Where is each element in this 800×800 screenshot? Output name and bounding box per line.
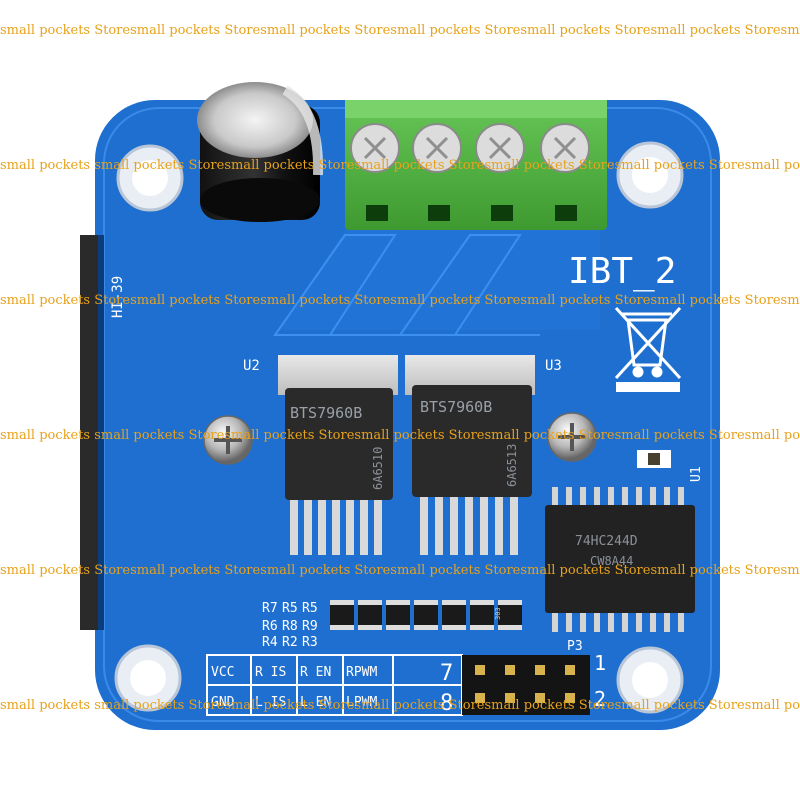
pin-cell: RPWM	[346, 665, 377, 680]
pin-cell: L IS	[255, 695, 286, 710]
smd-resistor-row: 303	[330, 600, 522, 630]
smd-resistor-code: 303	[494, 607, 502, 620]
pin-cell: LPWM	[346, 695, 377, 710]
pin-number-8: 8	[440, 691, 453, 716]
pin-cell: R EN	[300, 665, 331, 680]
mounting-hole-top-right	[616, 141, 684, 209]
motor-driver-chip-left: BTS7960B 6A6510	[278, 355, 398, 555]
pin-number-1: 1	[594, 651, 606, 675]
pin-number-2: 2	[594, 687, 606, 711]
side-label: HI-39	[110, 276, 126, 318]
resistor-label: R4	[262, 635, 278, 650]
connector-ref: P3	[567, 639, 583, 654]
resistor-label: R9	[302, 619, 318, 634]
chip-left-code: 6A6510	[371, 447, 385, 490]
logic-ic-code: CW8A44	[590, 554, 633, 568]
logic-ic: 74HC244D CW8A44	[545, 487, 695, 632]
logic-ic-part: 74HC244D	[575, 534, 638, 549]
chip-left-ref: U2	[243, 358, 260, 374]
screw-terminal-block	[345, 100, 607, 230]
pin-header	[462, 655, 590, 715]
resistor-label: R5	[282, 601, 298, 616]
weee-bar	[616, 382, 680, 392]
resistor-label: R7	[262, 601, 278, 616]
screw-right	[547, 412, 597, 462]
mounting-hole-bottom-right	[616, 646, 684, 714]
electrolytic-capacitor	[197, 82, 324, 222]
mounting-hole-bottom-left	[114, 644, 182, 712]
pin-cell: VCC	[211, 665, 234, 680]
logic-ic-ref: U1	[689, 466, 704, 482]
chip-right-ref: U3	[545, 358, 562, 374]
resistor-label: R8	[282, 619, 298, 634]
weee-bin-icon	[614, 306, 682, 380]
pin-cell: GND	[211, 695, 235, 710]
mounting-hole-top-left	[116, 144, 184, 212]
board-title: IBT_2	[568, 251, 676, 292]
resistor-labels: R7 R5 R5 R6 R8 R9 R4 R2 R3	[262, 601, 318, 650]
resistor-label: R6	[262, 619, 278, 634]
pin-cell: R IS	[255, 665, 286, 680]
screw-left	[203, 415, 253, 465]
pin-number-7: 7	[440, 661, 453, 686]
pin-cell: L EN	[300, 695, 331, 710]
chip-right-code: 6A6513	[505, 444, 519, 487]
chip-right-part: BTS7960B	[420, 398, 492, 416]
chip-left-part: BTS7960B	[290, 404, 362, 422]
motor-driver-chip-right: BTS7960B 6A6513	[405, 355, 535, 555]
resistor-label: R2	[282, 635, 298, 650]
resistor-label: R5	[302, 601, 318, 616]
resistor-label: R3	[302, 635, 318, 650]
